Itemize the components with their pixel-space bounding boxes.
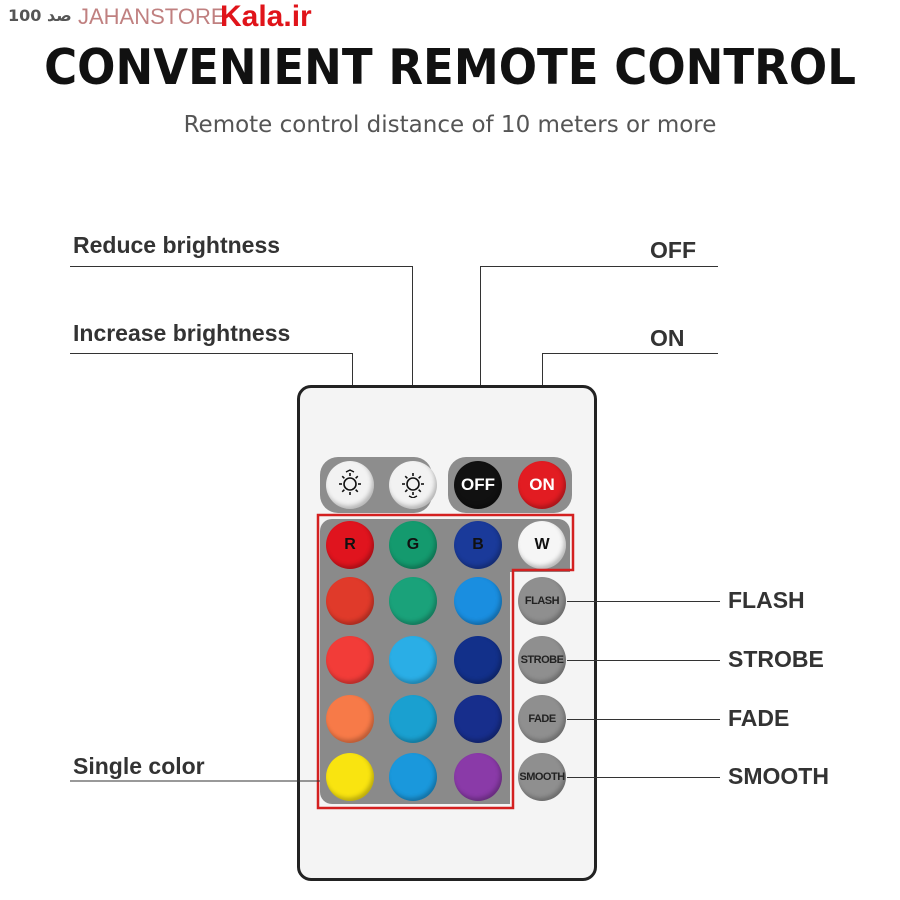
fade-button-label: FADE bbox=[528, 713, 556, 725]
color-button[interactable] bbox=[454, 636, 502, 684]
brightness-up-icon bbox=[335, 468, 365, 503]
leader-line bbox=[70, 353, 353, 354]
leader-line bbox=[480, 266, 718, 267]
label-on: ON bbox=[650, 325, 685, 351]
color-button[interactable] bbox=[389, 753, 437, 801]
brightness-down-button[interactable] bbox=[389, 461, 437, 509]
smooth-button-label: SMOOTH bbox=[519, 771, 565, 783]
watermark-logo-mark: 100 صد bbox=[8, 6, 72, 25]
color-button[interactable] bbox=[326, 695, 374, 743]
page-title: CONVENIENT REMOTE CONTROL bbox=[44, 39, 856, 96]
off-button[interactable]: OFF bbox=[454, 461, 502, 509]
color-button-label: R bbox=[344, 536, 356, 553]
color-button[interactable] bbox=[454, 753, 502, 801]
color-button[interactable]: B bbox=[454, 521, 502, 569]
strobe-button-label: STROBE bbox=[520, 654, 564, 666]
subtitle: Remote control distance of 10 meters or … bbox=[183, 112, 717, 138]
color-button[interactable]: R bbox=[326, 521, 374, 569]
leader-line bbox=[567, 601, 720, 602]
label-strobe: STROBE bbox=[728, 646, 824, 672]
color-button[interactable]: G bbox=[389, 521, 437, 569]
label-single-color: Single color bbox=[73, 753, 205, 779]
color-button[interactable] bbox=[389, 577, 437, 625]
color-button[interactable] bbox=[454, 577, 502, 625]
watermark-text: JAHANSTORE bbox=[78, 4, 226, 29]
brightness-down-icon bbox=[398, 468, 428, 503]
leader-line bbox=[70, 266, 413, 267]
on-button-label: ON bbox=[529, 475, 555, 494]
leader-line bbox=[480, 266, 481, 466]
label-reduce-brightness: Reduce brightness bbox=[73, 232, 281, 258]
label-flash: FLASH bbox=[728, 587, 805, 613]
fade-button[interactable]: FADE bbox=[518, 695, 566, 743]
leader-line bbox=[412, 266, 413, 466]
label-increase-brightness: Increase brightness bbox=[73, 320, 291, 346]
watermark-logo: Kala.ir bbox=[220, 0, 312, 33]
leader-line bbox=[567, 777, 720, 778]
label-off: OFF bbox=[650, 237, 696, 263]
label-smooth: SMOOTH bbox=[728, 763, 829, 789]
smooth-button[interactable]: SMOOTH bbox=[518, 753, 566, 801]
off-button-label: OFF bbox=[461, 475, 495, 494]
leader-line bbox=[567, 719, 720, 720]
leader-line bbox=[542, 353, 718, 354]
leader-line bbox=[567, 660, 720, 661]
color-button[interactable] bbox=[326, 636, 374, 684]
flash-button[interactable]: FLASH bbox=[518, 577, 566, 625]
color-button-label: B bbox=[472, 536, 484, 553]
strobe-button[interactable]: STROBE bbox=[518, 636, 566, 684]
color-button[interactable] bbox=[389, 695, 437, 743]
color-button[interactable] bbox=[454, 695, 502, 743]
brightness-up-button[interactable] bbox=[326, 461, 374, 509]
color-button[interactable] bbox=[326, 753, 374, 801]
color-button[interactable]: W bbox=[518, 521, 566, 569]
flash-button-label: FLASH bbox=[524, 595, 560, 607]
on-button[interactable]: ON bbox=[518, 461, 566, 509]
color-button[interactable] bbox=[326, 577, 374, 625]
color-button-label: G bbox=[406, 536, 420, 553]
label-fade: FADE bbox=[728, 705, 790, 731]
color-button[interactable] bbox=[389, 636, 437, 684]
color-button-label: W bbox=[534, 536, 550, 553]
